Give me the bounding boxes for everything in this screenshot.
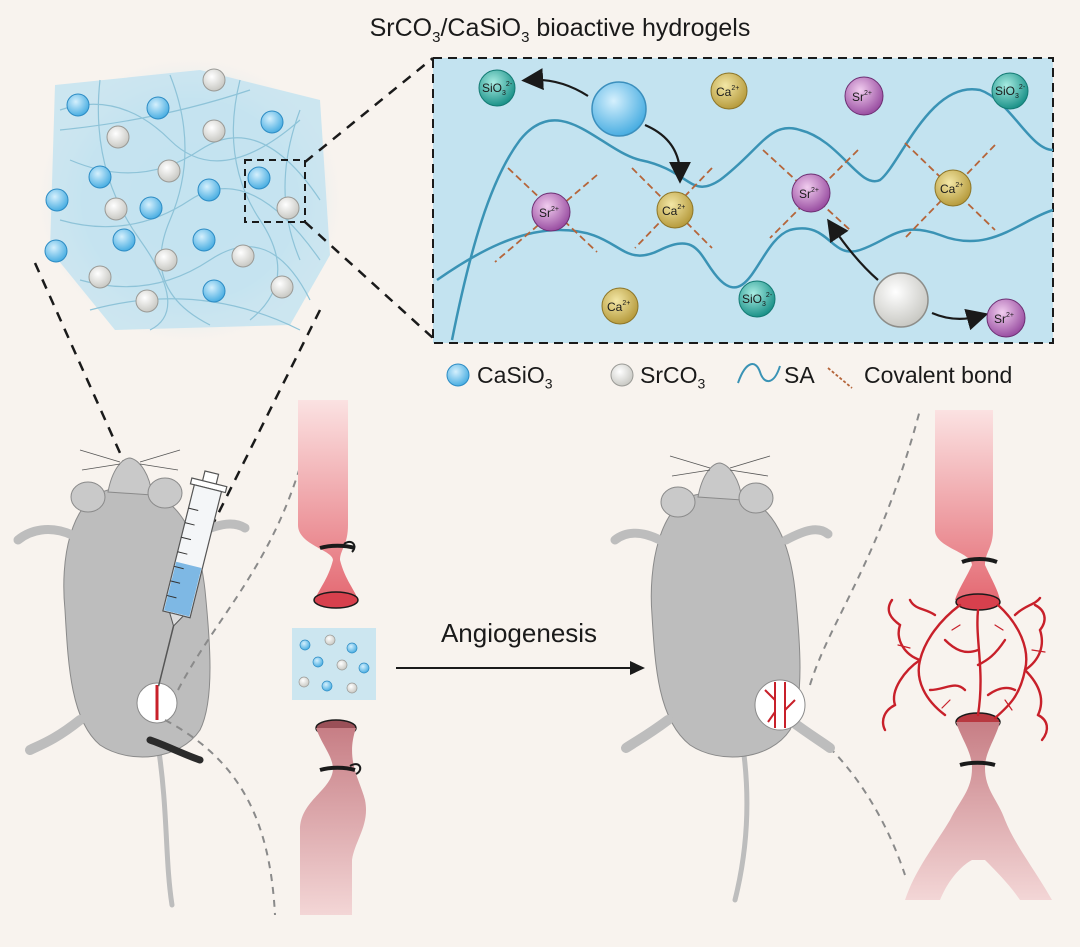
gel-implant-particles: [298, 634, 370, 694]
casio3-particles: [44, 93, 284, 303]
svg-text:Sr2+: Sr2+: [539, 206, 559, 220]
srco3-particles: [88, 68, 300, 313]
legend-symbols: [446, 363, 853, 389]
detail-callout-lines: [164, 409, 921, 916]
figure-title: SrCO3/CaSiO3 bioactive hydrogels: [369, 14, 751, 46]
ion-sr-2: Sr2+: [531, 192, 571, 232]
syringe: [157, 470, 228, 687]
mouse-left: [13, 449, 250, 908]
ion-ca-2: Ca2+: [656, 191, 694, 229]
legend-casio3-label: CaSiO3: [477, 362, 553, 392]
mouse-right: [610, 455, 835, 903]
ion-ca-3: Ca2+: [934, 169, 972, 207]
zoom-panel: SiO32- SiO32- SiO32- Ca2+ Ca2+ Ca2+: [432, 57, 1054, 344]
vessel-before: [292, 400, 376, 915]
svg-text:Sr2+: Sr2+: [994, 312, 1014, 326]
legend-srco3-swatch: [610, 363, 634, 387]
process-label: Angiogenesis: [440, 618, 598, 648]
ion-sio3-2: SiO32-: [991, 72, 1029, 110]
casio3-particle-large: [591, 81, 647, 137]
ion-sio3-1: SiO32-: [478, 69, 516, 107]
svg-text:SiO32-: SiO32-: [742, 292, 773, 308]
ion-sr-3: Sr2+: [791, 173, 831, 213]
legend-covalent-swatch: [827, 367, 853, 389]
srco3-particle-large: [873, 272, 929, 328]
svg-text:Sr2+: Sr2+: [852, 90, 872, 104]
svg-text:Ca2+: Ca2+: [940, 182, 963, 196]
zoom-selection-box: [244, 159, 306, 223]
legend-sa-label: SA: [784, 362, 815, 388]
legend-covalent-label: Covalent bond: [864, 362, 1013, 388]
svg-text:SiO32-: SiO32-: [995, 84, 1026, 100]
svg-text:Ca2+: Ca2+: [716, 85, 739, 99]
ion-ca-1: Ca2+: [710, 72, 748, 110]
ion-sr-1: Sr2+: [844, 76, 884, 116]
svg-text:Ca2+: Ca2+: [662, 204, 685, 218]
release-arrows: [521, 68, 989, 331]
mouse-right-wound-site: [754, 679, 806, 731]
svg-text:Sr2+: Sr2+: [799, 187, 819, 201]
legend-casio3-swatch: [446, 363, 470, 387]
legend: CaSiO3 SrCO3 SA Covalent bond: [440, 360, 1060, 392]
ion-sio3-3: SiO32-: [738, 280, 776, 318]
gel-overview: [35, 55, 345, 345]
process-arrow: [396, 661, 645, 675]
legend-sa-swatch: [737, 363, 781, 384]
ion-sr-4: Sr2+: [986, 298, 1026, 338]
new-vessel-network: [881, 596, 1049, 742]
legend-srco3-label: SrCO3: [640, 362, 706, 392]
vessel-after: [881, 410, 1052, 900]
sa-chains: [436, 88, 1054, 341]
svg-text:SiO32-: SiO32-: [482, 81, 513, 97]
svg-text:Ca2+: Ca2+: [607, 300, 630, 314]
ion-ca-4: Ca2+: [601, 287, 639, 325]
